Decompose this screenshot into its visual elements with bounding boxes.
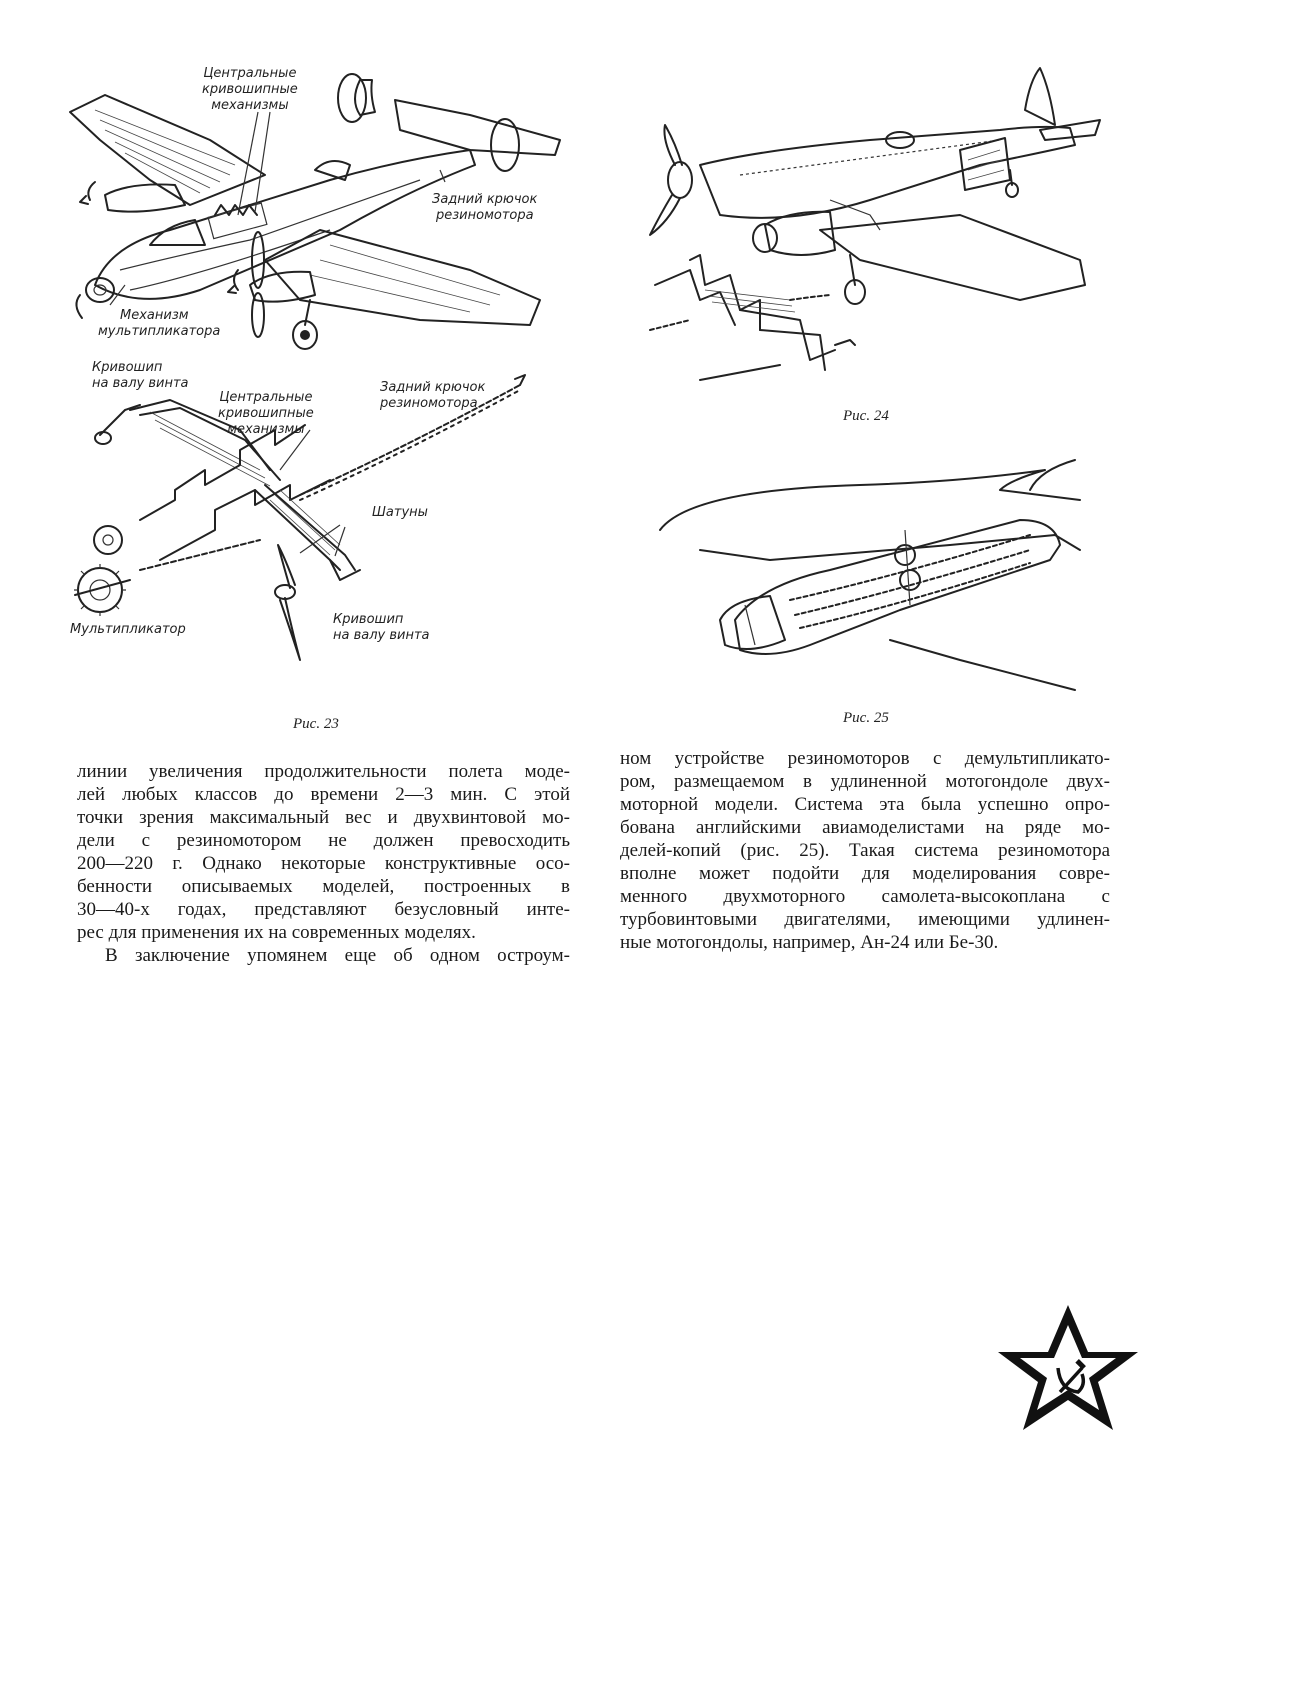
text-line: 200—220 г. Однако некоторые конструктивн… <box>77 853 570 874</box>
text-line: бенности описываемых моделей, построенны… <box>77 876 570 897</box>
text-line: ном устройстве резиномоторов с демультип… <box>620 748 1110 769</box>
fig23-aircraft-drawing <box>69 73 561 350</box>
fig25-nacelle-drawing <box>659 459 1081 691</box>
text-line: ные мотогондолы, например, Ан-24 или Бе-… <box>620 932 999 953</box>
body-text-right-column: ном устройстве резиномоторов с демультип… <box>620 747 1110 954</box>
fig23-caption: Рис. 23 <box>293 716 339 732</box>
fig23-label-multiplier: Мультипликатор <box>70 622 186 637</box>
fig23-label-multiplier-mech: Механизм мультипликатора <box>98 308 221 339</box>
body-text-left-column: линии увеличения продолжительности полет… <box>77 760 570 967</box>
fig24-caption: Рис. 24 <box>843 408 889 424</box>
text-line: моторной модели. Система эта была успешн… <box>620 794 1110 815</box>
text-line: турбовинтовыми двигателями, имеющими удл… <box>620 909 1110 930</box>
text-line: менного двухмоторного самолета-высокопла… <box>620 886 1110 907</box>
star-hammer-sickle-icon <box>998 1305 1138 1430</box>
text-line: вполне может подойти для моделирования с… <box>620 863 1110 884</box>
fig23-label-rear-hook-2: Задний крючок резиномотора <box>380 380 486 411</box>
text-line: В заключение упомянем еще об одном остро… <box>105 945 570 966</box>
fig23-label-rods: Шатуны <box>372 505 428 520</box>
text-line: точки зрения максимальный вес и двухвинт… <box>77 807 570 828</box>
text-line: лей любых классов до времени 2—3 мин. С … <box>77 784 570 805</box>
text-line: ром, размещаемом в удлиненной мотогондол… <box>620 771 1110 792</box>
fig23-label-central-crank: Центральные кривошипные механизмы <box>202 66 298 113</box>
fig23-label-central-crank-2: Центральные кривошипные механизмы <box>218 390 314 437</box>
fig23-label-rear-hook: Задний крючок резиномотора <box>432 192 538 223</box>
fig23-label-crankshaft-top: Кривошип на валу винта <box>92 360 189 391</box>
text-line: рес для применения их на современных мод… <box>77 922 476 943</box>
text-line: бована английскими авиамоделистами на ря… <box>620 817 1110 838</box>
fig23-label-crankshaft-bottom: Кривошип на валу винта <box>333 612 430 643</box>
text-line: дели с резиномотором не должен превосход… <box>77 830 570 851</box>
text-line: 30—40-х годах, представляют безусловный … <box>77 899 570 920</box>
text-line: линии увеличения продолжительности полет… <box>77 761 570 782</box>
fig24-aircraft-drawing <box>649 67 1101 381</box>
fig25-caption: Рис. 25 <box>843 710 889 726</box>
fig23-mechanism-drawing <box>74 374 526 661</box>
text-line: делей-копий (рис. 25). Такая система рез… <box>620 840 1110 861</box>
